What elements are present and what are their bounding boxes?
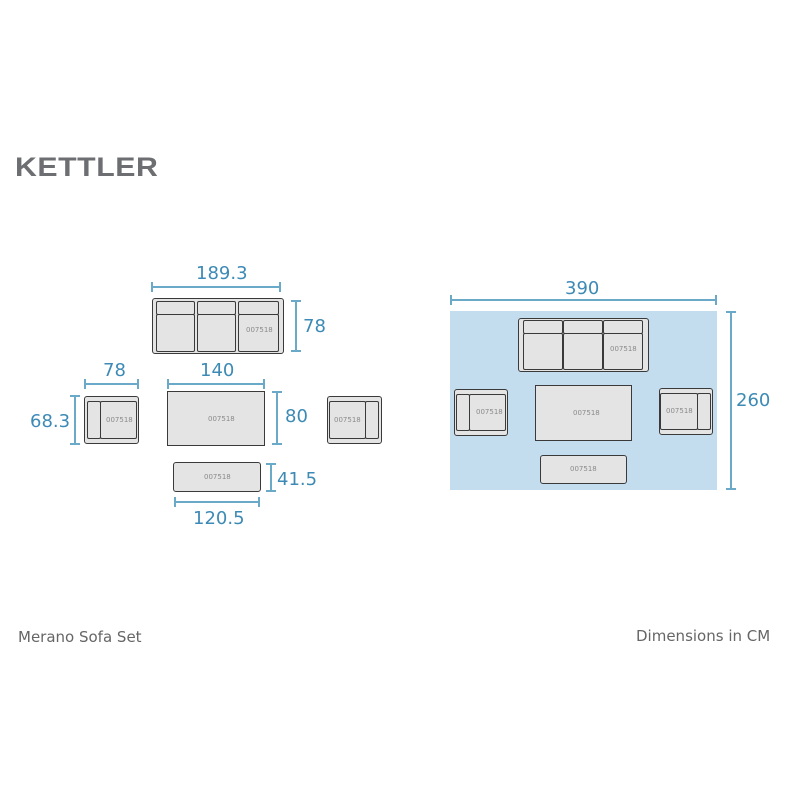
- side-table-width-line: [174, 497, 260, 507]
- side-table-depth-line: [266, 463, 276, 492]
- side-table-depth-label: 41.5: [277, 469, 318, 490]
- rug-armchair-right: 007518: [659, 388, 713, 435]
- armchair-right: 007518: [327, 396, 382, 444]
- armchair-width-line: [84, 379, 139, 389]
- armchair-width-label: 78: [103, 360, 126, 381]
- side-table-width-label: 120.5: [193, 508, 245, 529]
- product-code: 007518: [334, 416, 361, 424]
- side-table: 007518: [173, 462, 261, 492]
- rug-armchair-left: 007518: [454, 389, 508, 436]
- coffee-table-depth-label: 80: [285, 406, 308, 427]
- product-code: 007518: [610, 345, 637, 353]
- product-name-caption: Merano Sofa Set: [18, 628, 142, 646]
- sofa-width-label: 189.3: [196, 263, 248, 284]
- units-caption: Dimensions in CM: [636, 627, 771, 645]
- overall-depth-line: [726, 311, 736, 490]
- rug-coffee-table: 007518: [535, 385, 632, 441]
- overall-width-line: [450, 295, 717, 305]
- product-code: 007518: [476, 408, 503, 416]
- product-code: 007518: [106, 416, 133, 424]
- product-code: 007518: [573, 409, 600, 417]
- product-code: 007518: [666, 407, 693, 415]
- product-code: 007518: [208, 415, 235, 423]
- product-code: 007518: [246, 326, 273, 334]
- product-code: 007518: [570, 465, 597, 473]
- overall-width-label: 390: [565, 278, 600, 299]
- overall-depth-label: 260: [736, 390, 771, 411]
- three-seater-sofa: 007518: [152, 298, 284, 354]
- rug-sofa: 007518: [518, 318, 649, 372]
- armchair-depth-line: [70, 395, 80, 445]
- armchair-depth-label: 68.3: [30, 411, 71, 432]
- rug-side-table: 007518: [540, 455, 627, 484]
- coffee-table-width-label: 140: [200, 360, 235, 381]
- product-code: 007518: [204, 473, 231, 481]
- armchair-left: 007518: [84, 396, 139, 444]
- sofa-depth-line: [291, 300, 301, 352]
- sofa-width-line: [151, 282, 281, 292]
- coffee-table-width-line: [167, 379, 265, 389]
- coffee-table: 007518: [167, 391, 265, 446]
- sofa-depth-label: 78: [303, 316, 326, 337]
- kettler-logo: KETTLER: [15, 152, 159, 182]
- coffee-table-depth-line: [272, 391, 282, 445]
